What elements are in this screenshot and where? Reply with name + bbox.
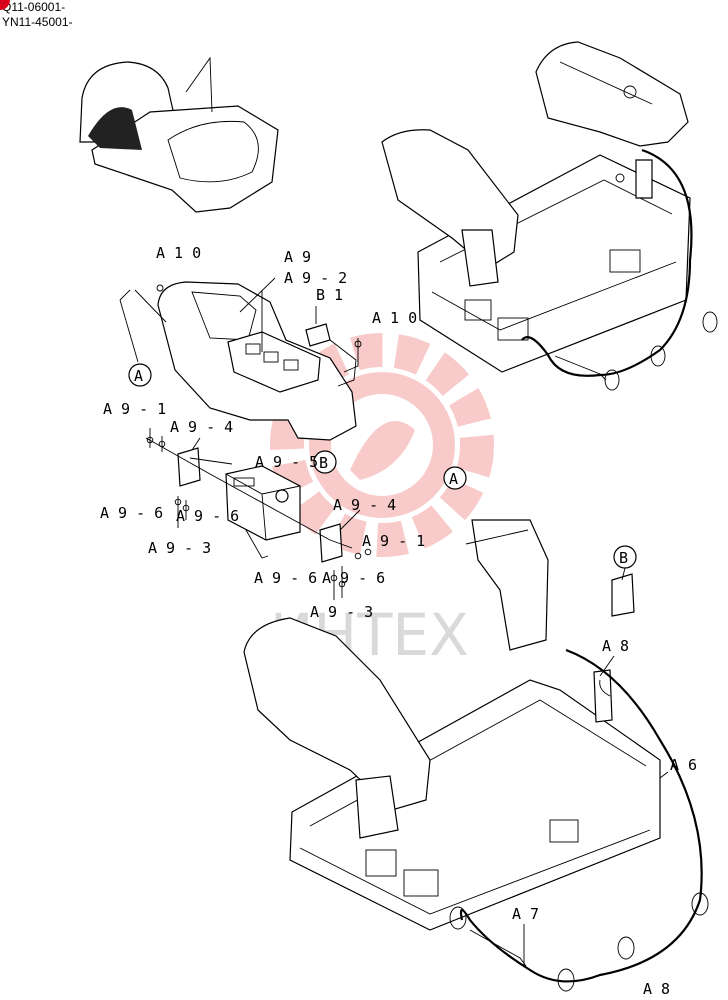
- label-a9-6-bottom-a: A 9 - 6: [254, 569, 317, 587]
- svg-text:B: B: [319, 454, 328, 472]
- label-a8-top: A 8: [602, 637, 629, 655]
- lower-frame-assembly: [243, 519, 709, 992]
- label-a10-top: A 1 0: [156, 244, 201, 262]
- console-assembly: [119, 277, 372, 600]
- label-a9-6-left: A 9 - 6: [100, 504, 163, 522]
- svg-text:A: A: [449, 470, 458, 488]
- callout-a-left: A: [128, 363, 152, 387]
- seat-thumbnail: [79, 56, 279, 213]
- label-a9-4-left: A 9 - 4: [170, 418, 233, 436]
- label-a7: A 7: [512, 905, 539, 923]
- upper-frame-assembly: [381, 41, 718, 391]
- label-a8-bottom: A 8: [643, 980, 670, 998]
- watermark-gear-icon: [270, 333, 494, 557]
- callout-a-right: A: [443, 466, 467, 490]
- svg-text:A: A: [134, 367, 143, 385]
- callout-b-left: B: [313, 450, 337, 474]
- red-corner-mark-icon: [0, 0, 10, 10]
- label-a9-1-left: A 9 - 1: [103, 400, 166, 418]
- svg-text:B: B: [619, 549, 628, 567]
- callout-b-right: B: [613, 545, 637, 581]
- label-a9-4-right: A 9 - 4: [333, 496, 396, 514]
- serial-range-1: Q11-06001-: [2, 0, 66, 14]
- label-a9-3-left: A 9 - 3: [148, 539, 211, 557]
- label-a9-2: A 9 - 2: [284, 269, 347, 287]
- label-a9-3-bottom: A 9 - 3: [310, 603, 373, 621]
- label-a9: A 9: [284, 248, 311, 266]
- serial-range-2: YN11-45001-: [2, 15, 73, 29]
- label-a9-6-mid: A 9 - 6: [176, 507, 239, 525]
- label-a6: A 6: [670, 756, 697, 774]
- label-a9-1-right: A 9 - 1: [362, 532, 425, 550]
- label-b1: B 1: [316, 286, 343, 304]
- label-a10-right: A 1 0: [372, 309, 417, 327]
- label-a9-6-bottom-b: A 9 - 6: [322, 569, 385, 587]
- label-a9-5: A 9 - 5: [255, 453, 318, 471]
